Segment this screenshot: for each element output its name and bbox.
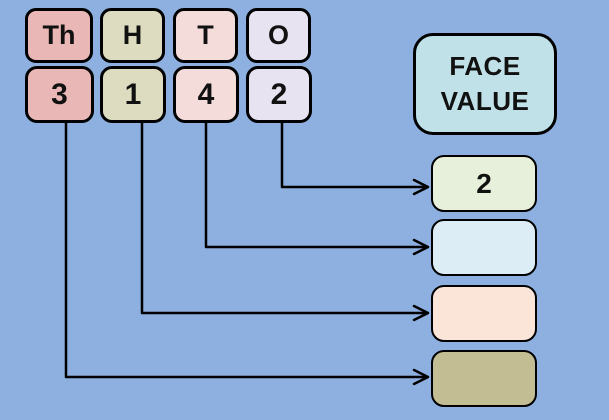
face-value-line1: FACE <box>449 51 521 81</box>
answer-box-tens <box>431 219 537 276</box>
connector-ones <box>280 121 428 189</box>
connector-tens <box>204 121 428 249</box>
digit-tens: 4 <box>173 66 239 123</box>
place-label-tens: T <box>173 8 238 63</box>
answer-box-ones: 2 <box>431 155 537 212</box>
face-value-line2: VALUE <box>440 86 530 116</box>
connector-thousands <box>64 121 428 379</box>
answer-box-hundreds <box>431 285 537 342</box>
face-value-title-box: FACE VALUE <box>413 33 557 135</box>
place-label-thousands: Th <box>25 8 93 63</box>
arrowhead-tens <box>412 238 430 256</box>
answer-box-thousands <box>431 350 537 407</box>
digit-ones: 2 <box>246 66 312 123</box>
arrowhead-hundreds <box>412 304 430 322</box>
arrowhead-ones <box>412 178 430 196</box>
place-label-hundreds: H <box>100 8 165 63</box>
connector-hundreds <box>140 121 428 315</box>
place-label-ones: O <box>246 8 311 63</box>
arrowhead-thousands <box>412 368 430 386</box>
digit-thousands: 3 <box>25 66 94 123</box>
digit-hundreds: 1 <box>100 66 166 123</box>
